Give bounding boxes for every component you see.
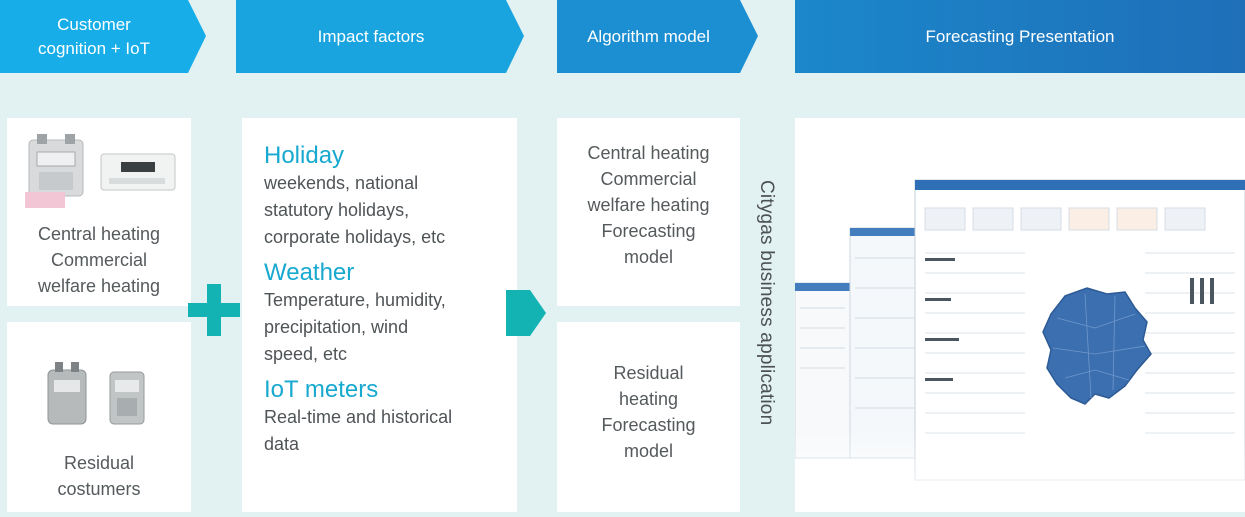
text-line: Commercial [50, 250, 147, 270]
step-impact-factors: Impact factors [236, 0, 524, 73]
gas-meter-icon [109, 371, 145, 425]
smart-meter-icon [100, 153, 176, 191]
factor-title: IoT meters [264, 376, 379, 403]
text-line: corporate holidays, etc [264, 227, 446, 247]
algorithm-label-central: Central heating Commercial welfare heati… [557, 140, 740, 270]
customer-card-residual: Residual costumers [7, 322, 191, 512]
text-line: Forecasting [601, 221, 696, 241]
factor-title: Weather [264, 259, 355, 286]
factor-description: weekends, national statutory holidays, c… [264, 170, 517, 251]
factor-title: Holiday [264, 142, 345, 169]
factor-description: Real-time and historical data [264, 404, 517, 458]
arrow-right-icon [506, 290, 546, 336]
text-line: data [264, 434, 300, 454]
text-line: Commercial [600, 169, 697, 189]
side-label-text: Citygas business application [756, 180, 777, 426]
step-label-line: Impact factors [317, 26, 425, 46]
factor-weather: Weather Temperature, humidity, precipita… [264, 259, 517, 368]
algorithm-label-residual: Residual heating Forecasting model [557, 360, 740, 464]
text-line: Forecasting [601, 415, 696, 435]
customer-card-central-heating: Central heating Commercial welfare heati… [7, 118, 191, 306]
text-line: precipitation, wind [264, 317, 409, 337]
text-line: speed, etc [264, 344, 348, 364]
gas-meter-icon [47, 362, 87, 425]
plus-icon [188, 284, 240, 336]
text-line: weekends, national [264, 173, 419, 193]
text-line: Central heating [37, 224, 161, 244]
citygas-side-label: Citygas business application [744, 180, 788, 460]
step-customer-cognition: Customer cognition + IoT [0, 0, 206, 73]
text-line: costumers [57, 479, 141, 499]
forecasting-presentation-card [794, 118, 1245, 512]
text-line: welfare heating [587, 195, 710, 215]
text-line: Temperature, humidity, [264, 290, 446, 310]
impact-factors-card: Holiday weekends, national statutory hol… [242, 118, 517, 512]
step-label-line: Customer [57, 14, 131, 34]
customer-label-central: Central heating Commercial welfare heati… [7, 221, 191, 299]
customer-label-residual: Residual costumers [7, 450, 191, 502]
gas-meter-icon [25, 134, 84, 208]
step-label-line: Algorithm model [587, 26, 710, 46]
text-line: Central heating [587, 143, 710, 163]
text-line: model [623, 441, 674, 461]
factor-holiday: Holiday weekends, national statutory hol… [264, 142, 517, 251]
step-label-line: cognition + IoT [38, 38, 150, 58]
text-line: Residual [613, 363, 684, 383]
dashboard-screenshot-image [794, 179, 1245, 512]
text-line: Real-time and historical [264, 407, 453, 427]
algorithm-card-central: Central heating Commercial welfare heati… [557, 118, 740, 306]
factor-description: Temperature, humidity, precipitation, wi… [264, 287, 517, 368]
step-algorithm-model: Algorithm model [557, 0, 758, 73]
step-forecasting-presentation: Forecasting Presentation [795, 0, 1245, 73]
factor-iot-meters: IoT meters Real-time and historical data [264, 376, 517, 458]
text-line: heating [618, 389, 679, 409]
text-line: statutory holidays, [264, 200, 410, 220]
step-label-line: Forecasting Presentation [925, 26, 1115, 46]
text-line: model [623, 247, 674, 267]
algorithm-card-residual: Residual heating Forecasting model [557, 322, 740, 512]
text-line: welfare heating [37, 276, 161, 296]
text-line: Residual [63, 453, 135, 473]
